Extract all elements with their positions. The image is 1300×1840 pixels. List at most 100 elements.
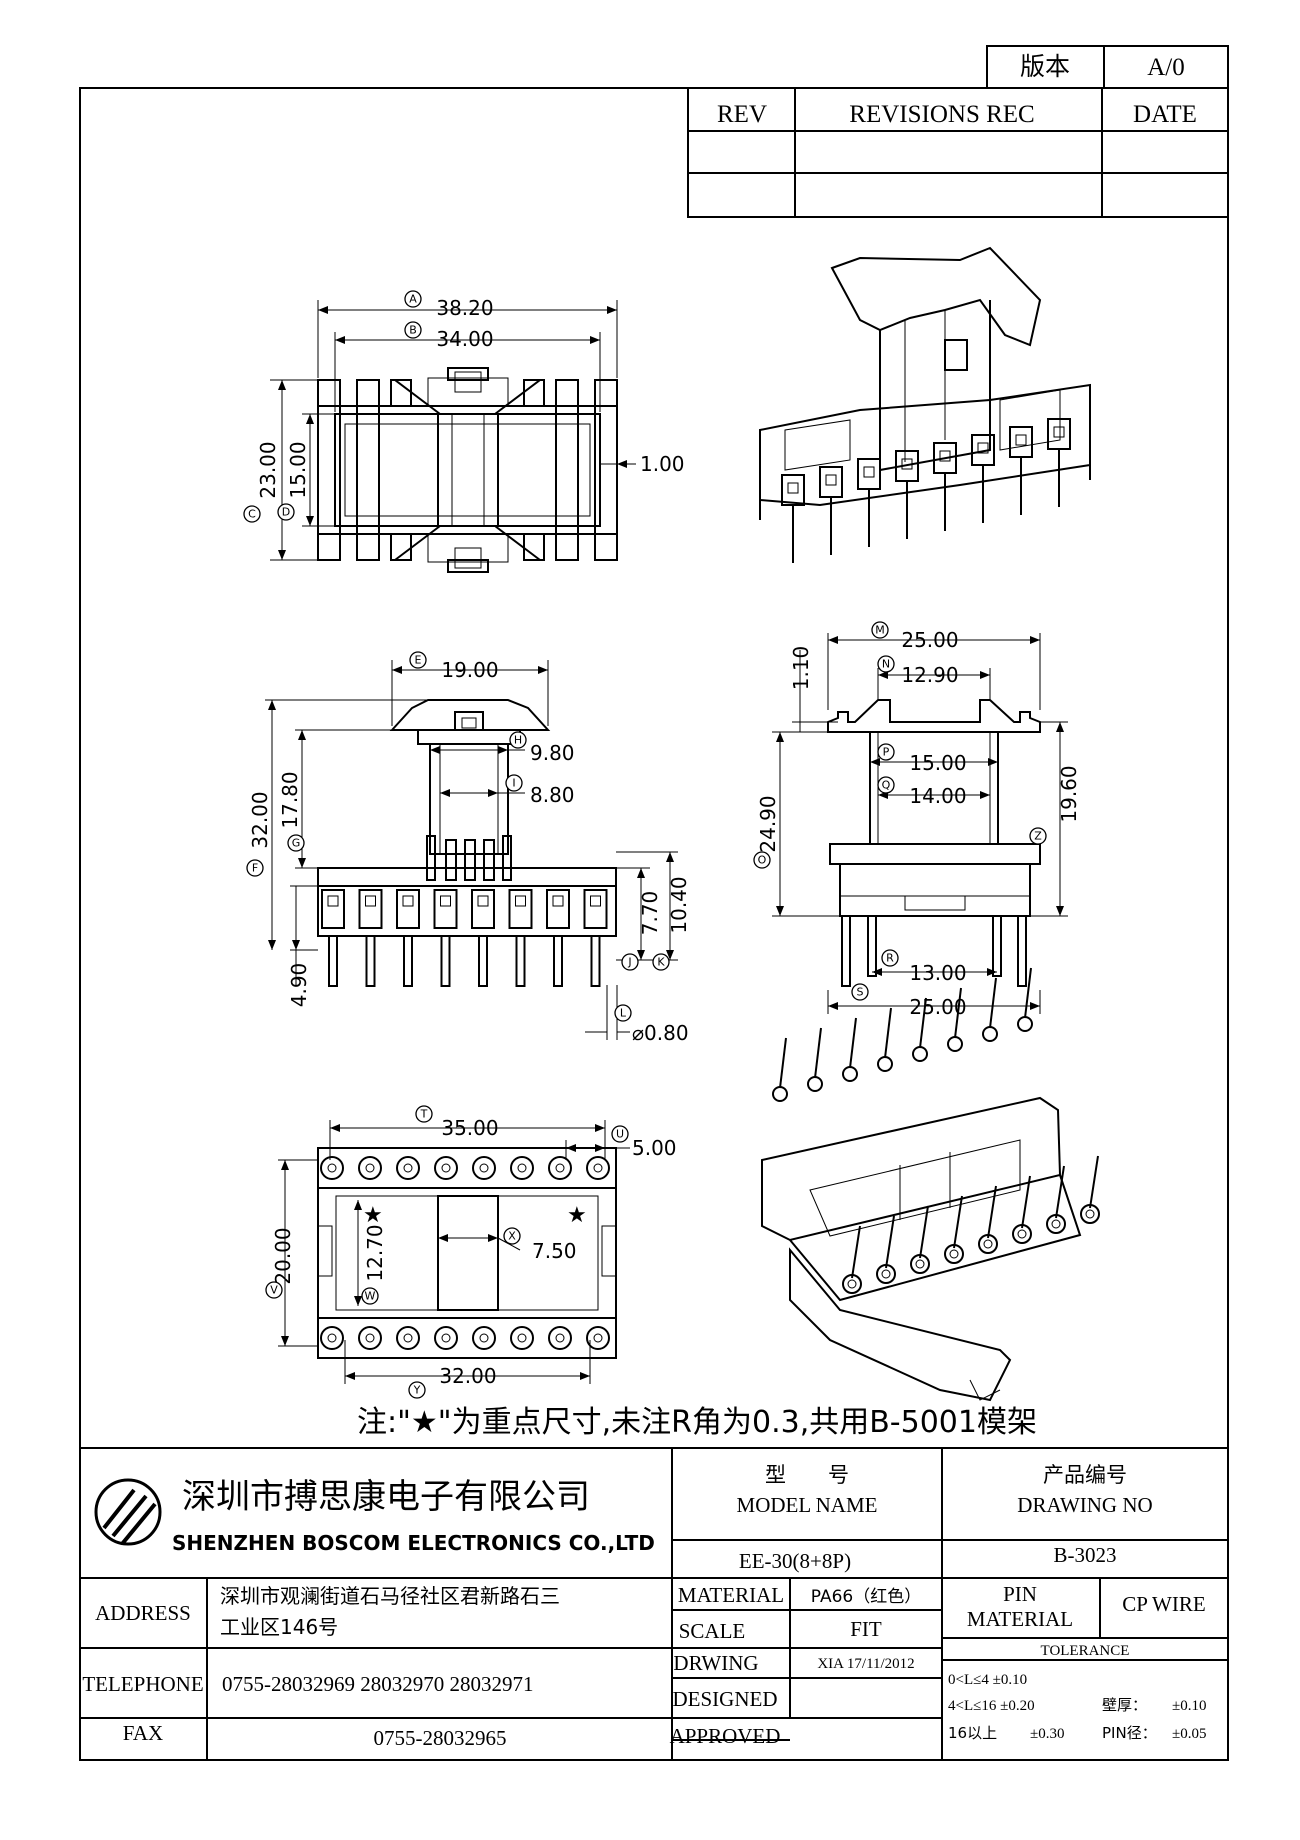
- iso-pin: [1009, 426, 1033, 515]
- drawing-label-en: DRAWING NO: [1017, 1493, 1152, 1517]
- iso-pin-bottom-row: [842, 1225, 862, 1294]
- dim-Q: 14.00: [909, 784, 966, 808]
- telephone-value: 0755-28032969 28032970 28032971: [222, 1672, 534, 1696]
- title-block: [80, 1447, 1228, 1760]
- dim-pin-left: 4.90: [287, 963, 311, 1008]
- bottom-pin: [434, 1156, 458, 1180]
- iso-pin-bottom-row: [978, 1185, 998, 1254]
- note-text: 注:"★"为重点尺寸,未注R角为0.3,共用B-5001模架: [357, 1405, 1037, 1440]
- iso-pin-bottom-row: [1080, 1155, 1100, 1224]
- dim-H: 9.80: [530, 741, 575, 765]
- dim-U: 5.00: [632, 1136, 677, 1160]
- iso-pin: [933, 442, 957, 531]
- dim-W: 12.70: [363, 1224, 387, 1281]
- callout-I: I: [512, 777, 515, 790]
- pin-material-label-2: MATERIAL: [967, 1607, 1073, 1631]
- callout-F: F: [252, 862, 258, 875]
- material-label: MATERIAL: [678, 1583, 784, 1607]
- iso-pin-bottom-row: [876, 1215, 896, 1284]
- fax-value: 0755-28032965: [374, 1726, 507, 1750]
- dim-O: 24.90: [756, 795, 780, 852]
- iso-pin: [781, 474, 805, 563]
- side-view-dims: 25.00 M 12.90 N 1.10 15.00 P 14.00 Q 24.…: [753, 621, 1081, 1019]
- callout-K: K: [657, 956, 665, 969]
- telephone-label: TELEPHONE: [82, 1672, 203, 1696]
- front-pin: [433, 889, 458, 987]
- date-header: DATE: [1133, 101, 1197, 128]
- iso-pin: [895, 450, 919, 539]
- iso-pin-top-row: [807, 1027, 823, 1092]
- callout-L: L: [620, 1007, 627, 1020]
- dim-V: 20.00: [271, 1227, 295, 1284]
- key-star-left: ★: [363, 1203, 383, 1228]
- iso-pin: [971, 434, 995, 523]
- iso-pin-top-row: [1017, 967, 1033, 1032]
- version-box: 版本 A/0: [986, 45, 1229, 89]
- revisions-rec-header: REVISIONS REC: [849, 101, 1034, 128]
- callout-U: U: [616, 1128, 624, 1141]
- bottom-pin: [472, 1156, 496, 1180]
- dim-side: 1.00: [640, 452, 685, 476]
- callout-D: D: [282, 506, 290, 519]
- front-pin: [583, 889, 608, 987]
- pin-dia-label: PIN径：: [1102, 1724, 1157, 1742]
- callout-P: P: [883, 746, 890, 759]
- callout-O: O: [758, 854, 767, 867]
- top-view: [317, 367, 618, 573]
- material-value: PA66（红色）: [811, 1587, 921, 1607]
- front-pin: [358, 889, 383, 987]
- bottom-pin: [548, 1156, 572, 1180]
- callout-B: B: [409, 324, 417, 337]
- front-pin: [396, 889, 420, 987]
- dim-Z: 19.60: [1057, 765, 1081, 822]
- dim-P: 15.00: [909, 751, 966, 775]
- designed-label: DESIGNED: [673, 1687, 778, 1711]
- dim-B: 34.00: [436, 327, 493, 351]
- wall-label: 壁厚：: [1102, 1696, 1147, 1714]
- front-view: [317, 699, 617, 987]
- address-label: ADDRESS: [95, 1601, 191, 1625]
- dim-top: 1.10: [789, 646, 813, 691]
- bottom-pin: [472, 1326, 496, 1350]
- pin-material-label-1: PIN: [1003, 1582, 1037, 1606]
- dim-X: 7.50: [532, 1239, 577, 1263]
- tolerance-header: TOLERANCE: [1041, 1643, 1130, 1659]
- iso-pin-top-row: [877, 1007, 893, 1072]
- dim-J: 7.70: [638, 891, 662, 936]
- front-pin: [546, 889, 570, 987]
- iso-view-top: [759, 246, 1091, 563]
- callout-V: V: [270, 1284, 278, 1297]
- dim-M: 25.00: [901, 628, 958, 652]
- iso-pin-bottom-row: [1046, 1165, 1066, 1234]
- drwing-label: DRWING: [673, 1651, 758, 1675]
- bottom-pin: [510, 1156, 534, 1180]
- dim-A: 38.20: [436, 296, 493, 320]
- bottom-view: ★ ★: [317, 1147, 617, 1359]
- rev-header: REV: [717, 101, 767, 128]
- iso-pin: [819, 466, 843, 555]
- tolerance-row3-b: ±0.30: [1030, 1726, 1064, 1742]
- callout-Q: Q: [882, 779, 891, 792]
- bottom-pin: [396, 1156, 420, 1180]
- dim-G: 17.80: [278, 771, 302, 828]
- top-view-dims: 38.20 34.00 A B 23.00 C 15.00 D 1.00: [243, 290, 685, 561]
- bottom-pin: [586, 1326, 610, 1350]
- model-value: EE-30(8+8P): [739, 1549, 851, 1573]
- bottom-view-dims: 35.00 T 5.00 U 7.50 X 20.00 V 12.70 W 32…: [265, 1105, 677, 1399]
- bottom-pin: [320, 1326, 344, 1350]
- iso-pin: [1047, 418, 1071, 507]
- version-label: 版本: [1020, 53, 1070, 81]
- callout-M: M: [875, 624, 885, 637]
- dim-T: 35.00: [441, 1116, 498, 1140]
- iso-pin-top-row: [842, 1017, 858, 1082]
- front-pin: [508, 889, 533, 987]
- company-name-en: SHENZHEN BOSCOM ELECTRONICS CO.,LTD: [172, 1531, 655, 1555]
- callout-H: H: [514, 734, 522, 747]
- bottom-pin: [586, 1156, 610, 1180]
- address-line2: 工业区146号: [220, 1615, 338, 1639]
- iso-pin-top-row: [772, 1037, 788, 1102]
- tolerance-row1: 0<L≤4 ±0.10: [948, 1672, 1027, 1688]
- model-label-en: MODEL NAME: [737, 1493, 878, 1517]
- side-view: [827, 699, 1041, 987]
